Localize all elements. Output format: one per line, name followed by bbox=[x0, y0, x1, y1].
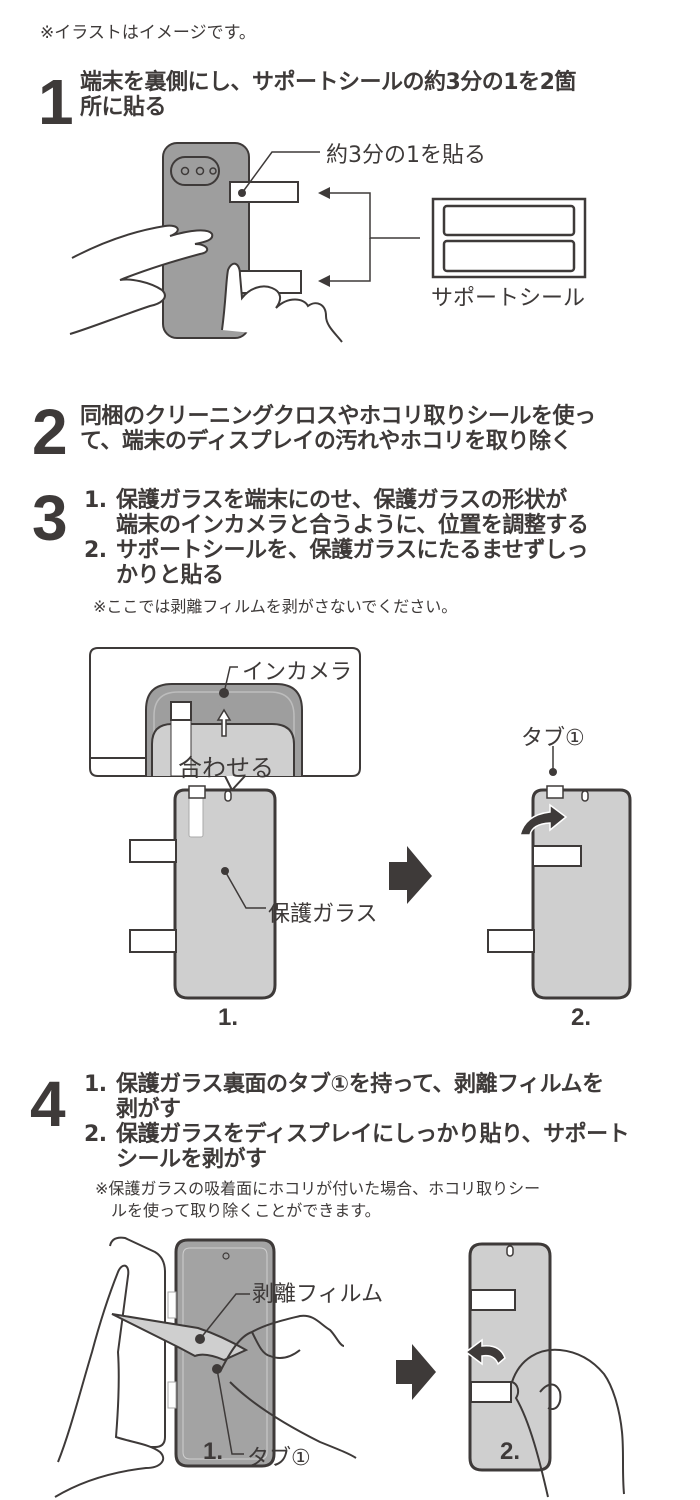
flip-arrow-icon bbox=[519, 803, 568, 836]
tab-marker-zoom bbox=[170, 701, 192, 721]
illustration-note: ※イラストはイメージです。 bbox=[40, 23, 256, 43]
figure-4-2-label: 2. bbox=[500, 1438, 521, 1465]
removing-hand bbox=[511, 1348, 625, 1498]
step-4-note-line-2: ルを使って取り除くことができます。 bbox=[111, 1201, 381, 1220]
step-4-note: ※保護ガラスの吸着面にホコリが付いた場合、ホコリ取りシー ルを使って取り除くこと… bbox=[95, 1178, 540, 1222]
step-4-figure: 剥離フィルム タブ① 1. 2. bbox=[0, 1232, 700, 1500]
step-2-line-1: 同梱のクリーニングクロスやホコリ取りシールを使っ bbox=[80, 404, 596, 429]
step-3-illustration bbox=[89, 647, 632, 1000]
step-4-item-2: 2. 保護ガラスをディスプレイにしっかり貼り、サポート シールを剥がす bbox=[84, 1122, 684, 1172]
step-3-text: 1. 保護ガラスを端末にのせ、保護ガラスの形状が 端末のインカメラと合うように、… bbox=[84, 488, 684, 588]
step-3-item-1: 1. 保護ガラスを端末にのせ、保護ガラスの形状が 端末のインカメラと合うように、… bbox=[84, 488, 684, 538]
step-4-item-2-line-2: シールを剥がす bbox=[116, 1147, 267, 1172]
step-3-item-1-line-2: 端末のインカメラと合うように、位置を調整する bbox=[116, 513, 589, 538]
align-arrow-icon bbox=[216, 708, 232, 737]
peeling-hand bbox=[219, 1314, 357, 1459]
peel-film bbox=[111, 1313, 249, 1362]
support-seal-2-top bbox=[532, 845, 582, 867]
step-1-number: 1 bbox=[38, 66, 74, 138]
step-3-item-2-line-2: かりと貼る bbox=[116, 563, 224, 588]
step-2-text: 同梱のクリーニングクロスやホコリ取りシールを使っ て、端末のディスプレイの汚れや… bbox=[80, 404, 596, 454]
step-4-note-line-1: ※保護ガラスの吸着面にホコリが付いた場合、ホコリ取りシー bbox=[95, 1179, 541, 1198]
step-3-note: ※ここでは剥離フィルムを剥がさないでください。 bbox=[93, 597, 458, 616]
figure-3-2-label: 2. bbox=[571, 1004, 592, 1031]
right-hand bbox=[221, 262, 343, 343]
next-arrow-icon bbox=[389, 846, 432, 904]
step-3-item-2: 2. サポートシールを、保護ガラスにたるませずしっ かりと貼る bbox=[84, 538, 684, 588]
support-seal-top-step4 bbox=[470, 1289, 516, 1311]
arrow-to-top-seal-icon bbox=[318, 187, 330, 199]
step-3-number: 3 bbox=[32, 482, 68, 554]
step-4-item-1-line-1: 保護ガラス裏面のタブ①を持って、剥離フィルムを bbox=[116, 1072, 604, 1097]
callout-support-seal: サポートシール bbox=[431, 286, 586, 311]
step-2-line-2: て、端末のディスプレイの汚れやホコリを取り除く bbox=[80, 429, 572, 454]
next-arrow-icon-step4 bbox=[396, 1344, 436, 1400]
step-3-figure: インカメラ 合わせる 保護ガラス タブ① 1. 2. bbox=[0, 640, 700, 1040]
step-3-item-2-number: 2. bbox=[84, 538, 107, 563]
peel-back-arrow-icon bbox=[464, 1338, 506, 1366]
step-4-item-2-line-1: 保護ガラスをディスプレイにしっかり貼り、サポート bbox=[116, 1122, 630, 1147]
step-4-number: 4 bbox=[30, 1068, 66, 1140]
step-1-illustration bbox=[69, 142, 587, 343]
support-seal-1-bottom bbox=[129, 929, 177, 953]
step-4-item-1-line-2: 剥がす bbox=[116, 1097, 181, 1122]
step-2-number: 2 bbox=[32, 396, 68, 468]
figure-3-1-label: 1. bbox=[218, 1004, 239, 1031]
step-4-illustration bbox=[54, 1236, 625, 1498]
callout-release-film: 剥離フィルム bbox=[252, 1282, 384, 1307]
step-3-item-2-line-1: サポートシールを、保護ガラスにたるませずしっ bbox=[116, 538, 588, 563]
step-3-item-1-number: 1. bbox=[84, 488, 107, 513]
figure-4-1-label: 1. bbox=[203, 1438, 224, 1465]
callout-protective-glass: 保護ガラス bbox=[268, 902, 378, 927]
step-1-line-1: 端末を裏側にし、サポートシールの約3分の1を2箇 bbox=[80, 70, 576, 95]
step-4-item-2-number: 2. bbox=[84, 1122, 107, 1147]
camera-module-icon bbox=[170, 156, 220, 186]
arrow-to-bottom-seal-icon bbox=[318, 275, 330, 287]
step-3-item-1-line-1: 保護ガラスを端末にのせ、保護ガラスの形状が bbox=[116, 488, 567, 513]
support-seal-2-bottom bbox=[487, 929, 535, 953]
callout-align: 合わせる bbox=[178, 754, 274, 782]
left-hand bbox=[69, 224, 214, 335]
callout-tab: タブ① bbox=[521, 726, 585, 751]
tab-marker-1 bbox=[188, 785, 206, 799]
step-1-figure: 約3分の1を貼る サポートシール bbox=[0, 120, 700, 360]
step-4-item-1: 1. 保護ガラス裏面のタブ①を持って、剥離フィルムを 剥がす bbox=[84, 1072, 684, 1122]
step-4-text: 1. 保護ガラス裏面のタブ①を持って、剥離フィルムを 剥がす 2. 保護ガラスを… bbox=[84, 1072, 684, 1172]
step-4-item-1-number: 1. bbox=[84, 1072, 107, 1097]
support-seal-1-top bbox=[129, 839, 177, 863]
tab-marker-2 bbox=[546, 785, 564, 799]
support-seal-bottom-step4 bbox=[470, 1381, 512, 1403]
callout-front-camera: インカメラ bbox=[242, 660, 353, 685]
step-1-line-2: 所に貼る bbox=[80, 95, 167, 120]
callout-tab-step4: タブ① bbox=[247, 1446, 311, 1471]
callout-stick-one-third: 約3分の1を貼る bbox=[326, 143, 486, 168]
step-1-text: 端末を裏側にし、サポートシールの約3分の1を2箇 所に貼る bbox=[80, 70, 576, 120]
holding-hand bbox=[54, 1264, 165, 1498]
